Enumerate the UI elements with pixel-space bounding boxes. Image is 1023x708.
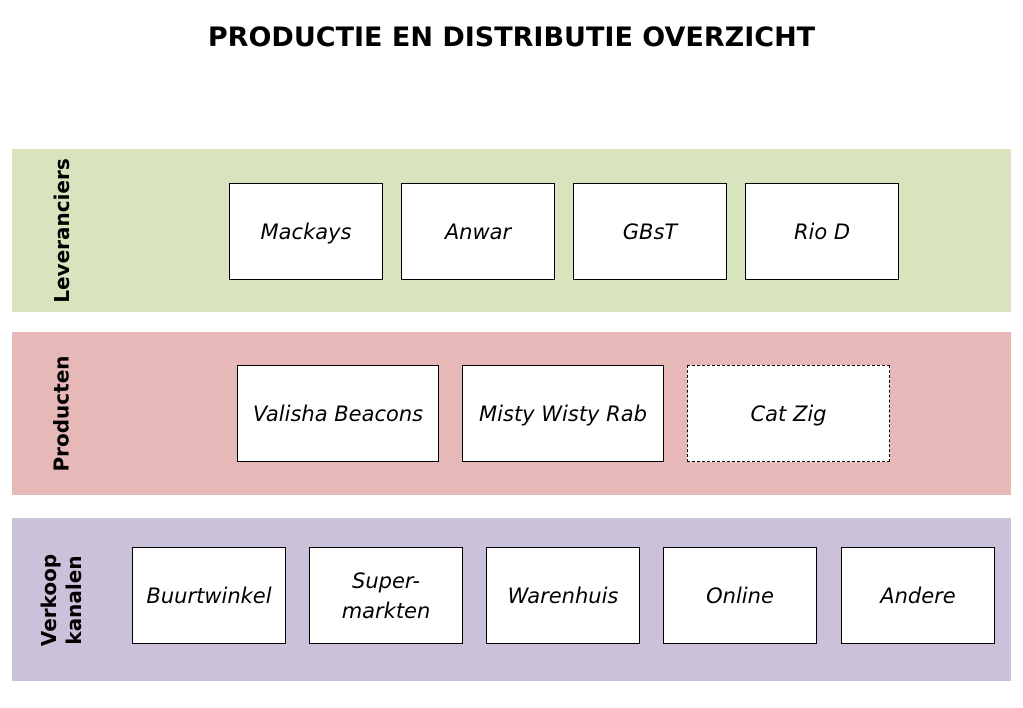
band-label-leveranciers: Leveranciers <box>26 149 98 312</box>
page-title: PRODUCTIE EN DISTRIBUTIE OVERZICHT <box>207 22 816 53</box>
band-label-line: Leveranciers <box>49 158 74 303</box>
box-label: Cat Zig <box>750 401 827 426</box>
box-label: Mackays <box>260 219 352 244</box>
supplier-box[interactable]: Anwar <box>401 183 555 280</box>
product-box-dashed[interactable]: Cat Zig <box>687 365 890 462</box>
channel-box[interactable]: Buurtwinkel <box>132 547 286 644</box>
band-label-line: Verkoop <box>37 553 61 646</box>
channel-box[interactable]: Super- markten <box>309 547 463 644</box>
band-label-verkoop-kanalen: Verkoop kanalen <box>26 518 98 681</box>
band-label-line: kanalen <box>62 554 86 645</box>
band-label-producten: Producten <box>26 332 98 495</box>
product-box[interactable]: Valisha Beacons <box>237 365 439 462</box>
band-verkoop-kanalen: Verkoop kanalen Buurtwinkel Super- markt… <box>12 518 1011 681</box>
band-label-line: Producten <box>49 355 74 472</box>
box-label-line: Super- <box>352 568 420 593</box>
band-producten: Producten Valisha Beacons Misty Wisty Ra… <box>12 332 1011 495</box>
box-label: Rio D <box>793 219 851 244</box>
box-label: Misty Wisty Rab <box>479 401 647 426</box>
box-label: GBsT <box>622 219 678 244</box>
product-box[interactable]: Misty Wisty Rab <box>462 365 664 462</box>
box-label: Valisha Beacons <box>252 401 424 426</box>
channel-box[interactable]: Andere <box>841 547 995 644</box>
box-label: Buurtwinkel <box>146 583 272 608</box>
supplier-box[interactable]: Mackays <box>229 183 383 280</box>
supplier-box[interactable]: GBsT <box>573 183 727 280</box>
supplier-box[interactable]: Rio D <box>745 183 899 280</box>
channel-box[interactable]: Warenhuis <box>486 547 640 644</box>
band-leveranciers: Leveranciers Mackays Anwar GBsT Rio D <box>12 149 1011 312</box>
box-label: Warenhuis <box>507 583 619 608</box>
box-label: Online <box>706 583 774 608</box>
box-label: Anwar <box>444 219 512 244</box>
box-label-line: markten <box>341 598 431 623</box>
channel-box[interactable]: Online <box>663 547 817 644</box>
box-label: Andere <box>880 583 956 608</box>
